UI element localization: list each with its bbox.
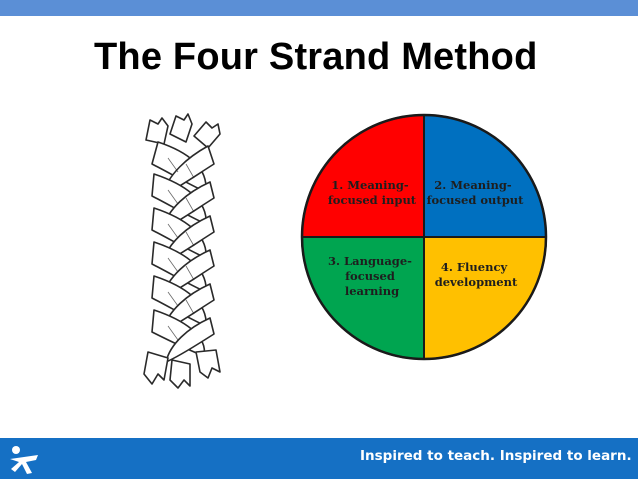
label-meaning-focused-output: 2. Meaning- focused output [427, 178, 525, 207]
strand-end-top-right [193, 121, 221, 149]
footer-bar: Inspired to teach. Inspired to learn. [0, 438, 638, 479]
pie-quadrant-meaning-focused-output [423, 113, 548, 238]
braided-rope-icon [143, 113, 221, 389]
label-meaning-focused-input: 1. Meaning- focused input [328, 178, 417, 207]
pie-quadrant-fluency-development [423, 236, 548, 361]
top-accent-bar [0, 0, 638, 16]
label-fluency-development: 4. Fluency development [435, 260, 518, 289]
strand-end-bottom-right [195, 349, 221, 379]
strand-end-top-left [145, 117, 169, 145]
strand-end-top-middle [169, 113, 193, 143]
label-language-focused-learning: 3. Language- focused learning [328, 254, 416, 298]
star-logo-icon [10, 446, 38, 474]
footer-tagline: Inspired to teach. Inspired to learn. [360, 448, 632, 464]
strand-end-bottom-left [143, 351, 169, 385]
four-strand-pie-diagram: 1. Meaning- focused input 2. Meaning- fo… [300, 113, 548, 361]
strand-end-bottom-middle [169, 359, 191, 389]
pie-quadrant-meaning-focused-input [300, 113, 425, 238]
slide-title: The Four Strand Method [94, 36, 538, 78]
